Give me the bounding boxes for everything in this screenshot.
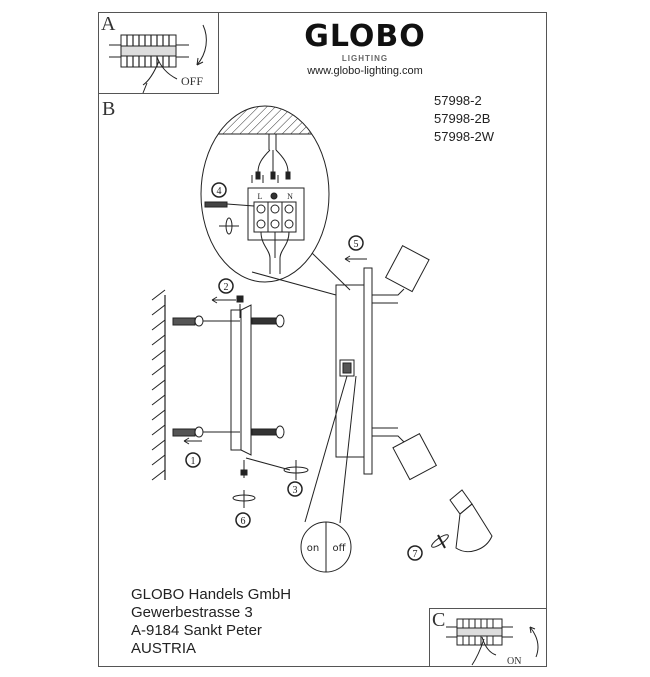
terminal-l: L [258,192,263,201]
address-line: A-9184 Sankt Peter [131,622,262,639]
address-line: Gewerbestrasse 3 [131,604,253,621]
step-2: 2 [224,282,229,293]
model-number: 57998-2W [434,129,494,144]
model-number: 57998-2 [434,93,482,108]
step-4: 4 [217,186,222,197]
model-numbers: 57998-2 57998-2B 57998-2W [434,92,494,146]
diagram-frame [98,12,547,667]
panel-c-label: C [432,609,446,631]
brand-logo: GLOBO LIGHTING www.globo-lighting.com [280,20,450,78]
step-7: 7 [413,549,418,560]
address-line: AUSTRIA [131,640,197,657]
step-5: 5 [354,239,359,250]
step-3: 3 [293,485,298,496]
panel-b-label: B [102,98,116,120]
step-6: 6 [241,516,246,527]
address-line: GLOBO Handels GmbH [131,586,292,603]
switch-on-label: on [307,543,319,554]
panel-a: A OFF [98,12,219,94]
breaker-on-illustration: ON [446,618,539,667]
breaker-off-illustration: OFF [109,24,207,94]
logo-url: www.globo-lighting.com [307,65,423,77]
off-label: OFF [181,74,203,88]
logo-subtitle: LIGHTING [341,54,389,63]
terminal-n: N [287,192,293,201]
panel-a-label: A [101,13,116,35]
on-label: ON [507,656,521,667]
panel-c: C ON [429,608,547,667]
model-number: 57998-2B [434,111,491,126]
logo-brand: GLOBO [304,19,426,54]
step-1: 1 [191,456,196,467]
company-address: GLOBO Handels GmbH Gewerbestrasse 3 A-91… [131,586,291,658]
wiring-detail-bubble [200,105,351,296]
switch-off-label: off [332,543,346,554]
